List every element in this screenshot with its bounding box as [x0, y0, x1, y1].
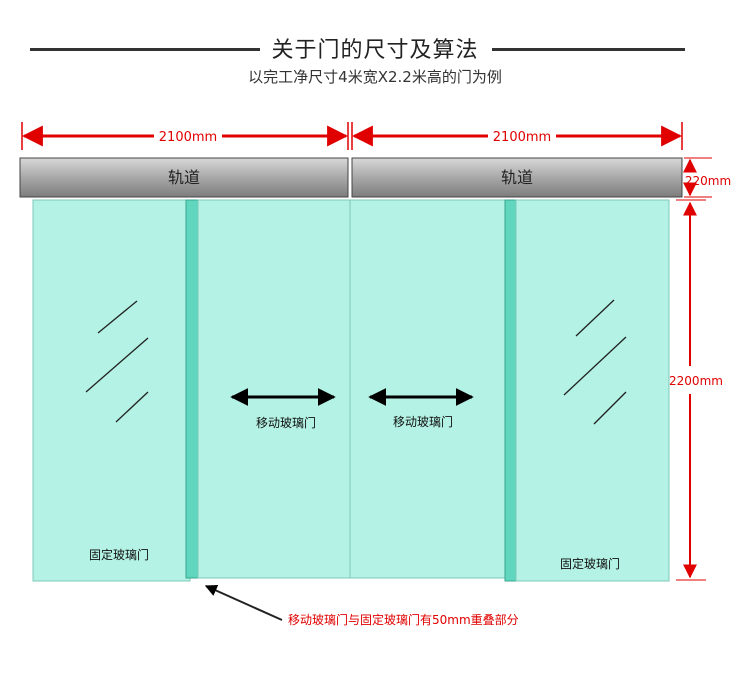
- fixed-glass-panel-left: [32, 199, 191, 582]
- door-height-dimension: 2200mm: [669, 199, 723, 581]
- page-title: 关于门的尺寸及算法: [271, 38, 479, 63]
- width-label-right: 2100mm: [493, 130, 551, 145]
- note-pointer-arrow: [204, 584, 283, 621]
- moving-panel-label-right: 移动玻璃门: [393, 414, 453, 429]
- reflection-line: [575, 299, 615, 337]
- page-subtitle: 以完工净尺寸4米宽X2.2米高的门为例: [248, 68, 502, 86]
- reflection-line: [563, 336, 627, 396]
- title-line-left: [30, 48, 260, 51]
- fixed-glass-panel-right: [515, 199, 670, 582]
- width-dimension-right: 2100mm: [351, 122, 683, 150]
- width-dimension-left: 2100mm: [21, 122, 349, 150]
- moving-panel-label-left: 移动玻璃门: [256, 415, 316, 430]
- fixed-panel-label-left: 固定玻璃门: [89, 547, 149, 562]
- door-height-label: 2200mm: [669, 374, 723, 388]
- width-label-left: 2100mm: [159, 130, 217, 145]
- reflection-line: [593, 391, 627, 425]
- track-right: [351, 157, 683, 198]
- reflection-line: [115, 391, 149, 423]
- track-height-dimension: 220mm: [683, 157, 731, 198]
- overlap-strip-right: [504, 199, 518, 582]
- moving-glass-panel-left: [197, 199, 351, 579]
- track-label-left: 轨道: [168, 168, 200, 187]
- overlap-strip-left: [185, 199, 199, 579]
- title-line-right: [492, 48, 685, 51]
- reflection-line: [97, 300, 138, 334]
- track-label-right: 轨道: [501, 168, 533, 187]
- fixed-panel-label-right: 固定玻璃门: [560, 556, 620, 571]
- overlap-note: 移动玻璃门与固定玻璃门有50mm重叠部分: [288, 612, 519, 627]
- glass-reflection-right: [563, 299, 627, 425]
- track-height-label: 220mm: [685, 174, 731, 188]
- title-section: 关于门的尺寸及算法: [0, 30, 750, 63]
- moving-glass-panel-right: [349, 199, 507, 579]
- glass-reflection-left: [85, 300, 149, 423]
- track-left: [19, 157, 349, 198]
- reflection-line: [85, 337, 149, 393]
